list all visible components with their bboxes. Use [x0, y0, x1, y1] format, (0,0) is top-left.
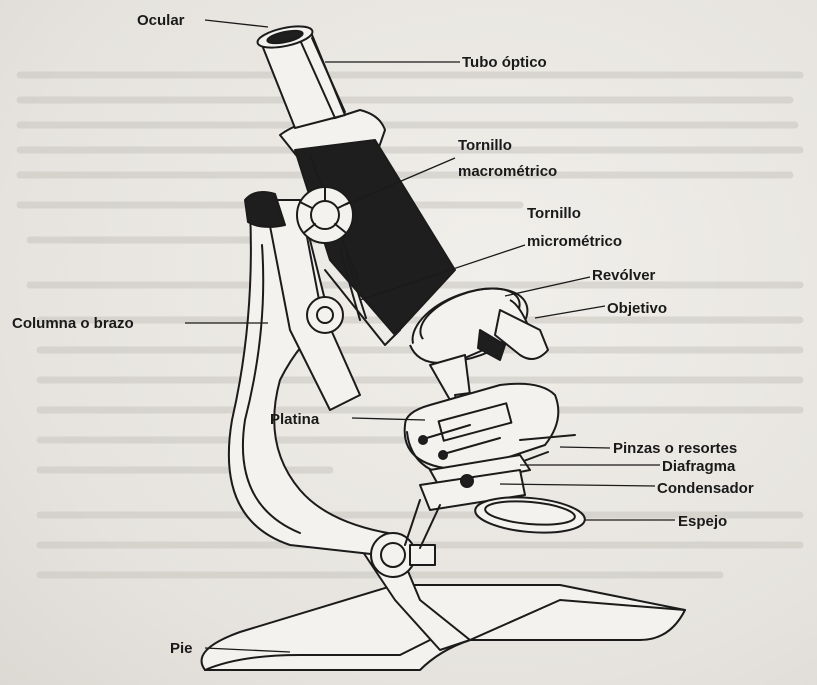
mirror-drawing	[474, 493, 587, 536]
label-ocular: Ocular	[137, 12, 185, 29]
label-objetivo: Objetivo	[607, 300, 667, 317]
pivot-knob-drawing	[371, 533, 435, 577]
label-tornillo-micro-line2: micrométrico	[527, 233, 622, 250]
leader-ocular	[205, 20, 268, 27]
label-tornillo-micro-line1: Tornillo	[527, 205, 581, 222]
label-tornillo-macro-line1: Tornillo	[458, 137, 512, 154]
label-pie: Pie	[170, 640, 193, 657]
label-espejo: Espejo	[678, 513, 727, 530]
label-condensador: Condensador	[657, 480, 754, 497]
coarse-focus-knob-drawing	[297, 187, 353, 243]
label-columna: Columna o brazo	[12, 315, 134, 332]
leader-objetivo	[535, 306, 605, 318]
leader-pinzas	[560, 447, 610, 448]
label-tornillo-macro-line2: macrométrico	[458, 163, 557, 180]
label-revolver: Revólver	[592, 267, 656, 284]
base-drawing	[202, 540, 685, 670]
bleed-through-text	[20, 75, 800, 575]
label-diafragma: Diafragma	[662, 458, 736, 475]
label-pinzas: Pinzas o resortes	[613, 440, 737, 457]
label-tubo-optico: Tubo óptico	[462, 54, 547, 71]
label-platina: Platina	[270, 411, 320, 428]
